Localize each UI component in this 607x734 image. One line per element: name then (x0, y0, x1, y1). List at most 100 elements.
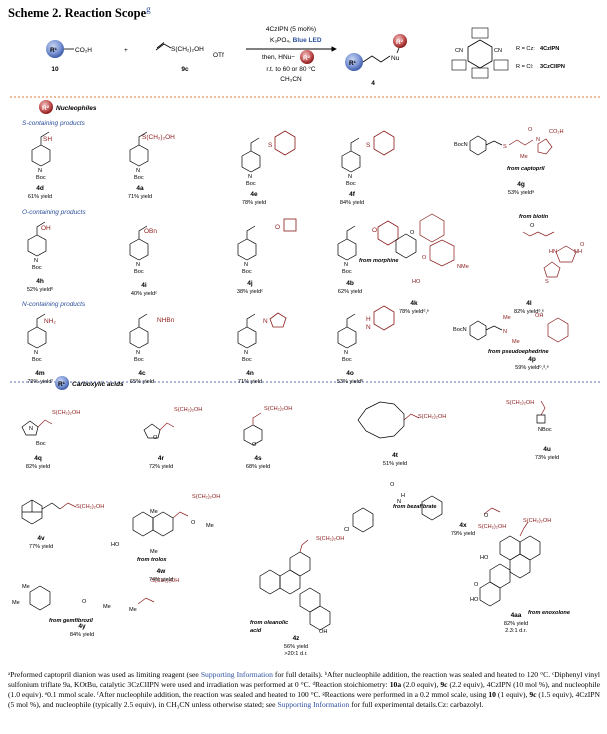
boc-label: Boc (246, 181, 256, 187)
svg-text:S: S (268, 142, 273, 149)
compound-yield: 79% yield (451, 531, 475, 537)
svg-text:S: S (545, 279, 549, 285)
acid-skeleton: S(CH₂)₂OH (21, 410, 80, 436)
svg-text:S: S (366, 142, 371, 149)
ring-nitrogen: N (136, 168, 140, 174)
piperidine-boc-scaffold: NBoc (31, 131, 51, 181)
condition-solvent: CH₃CN (280, 76, 302, 83)
svg-text:OH: OH (41, 225, 51, 232)
svg-text:HO: HO (412, 279, 421, 285)
structure-4g: BocN S Me N CO₂H O from captopril (454, 127, 564, 172)
ring-nitrogen: N (38, 168, 42, 174)
svg-text:OH: OH (319, 629, 327, 635)
s-ch2-2-oh-group: S(CH₂)₂OH (478, 524, 506, 530)
boc-label: Boc (242, 357, 252, 363)
acid-skeleton: S(CH₂)₂OH (519, 518, 551, 537)
piperidine-boc-scaffold: NBoc (27, 221, 47, 271)
compound-id: 4k (410, 300, 418, 307)
svg-text:Me: Me (129, 607, 137, 613)
section-s-products: S-containing products (22, 120, 86, 127)
piperidine-boc-scaffold: NBoc (27, 313, 47, 363)
acid-skeleton: S(CH₂)₂OH (172, 494, 220, 519)
svg-text:Me: Me (512, 339, 520, 345)
svg-text:acid: acid (250, 628, 262, 634)
svg-text:from gemfibrozil: from gemfibrozil (49, 618, 93, 624)
svg-text:R = Cz:: R = Cz: (516, 46, 535, 52)
svg-text:BocN: BocN (453, 327, 467, 333)
compound-id: 4v (37, 535, 45, 542)
ring-nitrogen: N (244, 262, 248, 268)
svg-text:from oleanolic: from oleanolic (250, 620, 289, 626)
boc-label: Boc (134, 175, 144, 181)
compound-yield: 53% yieldᵃ (508, 190, 535, 196)
supporting-info-link[interactable]: Supporting Information (200, 670, 273, 679)
counterion: OTf (213, 52, 224, 59)
compound-id: 4a (136, 185, 144, 192)
svg-text:from biotin: from biotin (519, 214, 549, 220)
section-o-products: O-containing products (22, 209, 86, 216)
compound-yield: 74% yield (149, 577, 173, 583)
compound-yield: 84% yield (70, 632, 94, 638)
s-ch2-2-oh-group: S(CH₂)₂OH (192, 494, 220, 500)
compound-id: 4s (254, 455, 262, 462)
boc-label: Boc (242, 269, 252, 275)
svg-text:CN: CN (455, 48, 463, 54)
supporting-info-link-2[interactable]: Supporting Information (277, 700, 350, 710)
svg-text:NBoc: NBoc (538, 427, 552, 433)
compound-yield: 78% yieldᵈ,ᵉ (399, 308, 429, 315)
svg-text:NMe: NMe (457, 264, 469, 270)
svg-text:O: O (580, 242, 585, 248)
acid-skeleton: S(CH₂)₂OH (403, 413, 446, 421)
s-ch2-2-oh-group: S(CH₂)₂OH (264, 406, 292, 412)
boc-label: Boc (36, 175, 46, 181)
compound-yield: 52% yieldᵇ (27, 286, 53, 293)
svg-text:NH₂: NH₂ (44, 318, 56, 325)
svg-text:R²: R² (396, 39, 404, 46)
nucleophile-groups: SH S(CH₂)₂OH S S OH OBn O O NH₂ NHBn N H… (41, 134, 377, 331)
s-ch2-2-oh-group: S(CH₂)₂OH (151, 578, 179, 584)
compound-id: 4t (392, 452, 399, 459)
condition-base: K₃PO₄, Blue LED (270, 37, 322, 44)
nu-label: Nu (391, 55, 400, 62)
svg-text:O: O (191, 520, 196, 526)
svg-text:OBn: OBn (144, 228, 157, 235)
boc-label: Boc (134, 357, 144, 363)
svg-text:R²: R² (42, 105, 50, 112)
compound-yield: 84% yield (340, 200, 364, 206)
svg-text:OH: OH (535, 313, 543, 319)
compound-id: 4x (459, 522, 467, 529)
structure-4l: O S HN NH O from biotin (519, 214, 585, 285)
acid-atom-labels: N Boc O O NBoc Me O Me HO Me Cl O H N O … (12, 426, 552, 635)
piperidine-boc-scaffold: NBoc (237, 225, 257, 275)
svg-text:HO: HO (470, 597, 479, 603)
piperidine-boc-scaffold: NBoc (129, 131, 149, 181)
compound-id: 4i (141, 282, 147, 289)
catalyst-structure: CN CN R = Cz: 4CzIPN R = Cl: 3CzClIPN (451, 27, 565, 79)
svg-text:N: N (366, 324, 371, 331)
compound-id: 4u (543, 446, 551, 453)
compound-id: 4q (34, 455, 42, 462)
svg-text:H: H (401, 493, 405, 499)
compound-id: 4f (349, 191, 356, 198)
compound-yield: 77% yield (29, 544, 53, 550)
svg-text:O: O (474, 582, 479, 588)
svg-text:R²: R² (303, 55, 311, 62)
compound-yield: 38% yieldᶜ (237, 289, 263, 295)
svg-text:O: O (82, 599, 87, 605)
sulfonium-formula: S(CH₂)₂OH (171, 46, 204, 53)
boc-label: Boc (32, 357, 42, 363)
svg-text:4CzIPN: 4CzIPN (540, 46, 559, 52)
svg-text:O: O (153, 435, 158, 441)
acid-skeleton: S(CH₂)₂OH (243, 406, 292, 446)
